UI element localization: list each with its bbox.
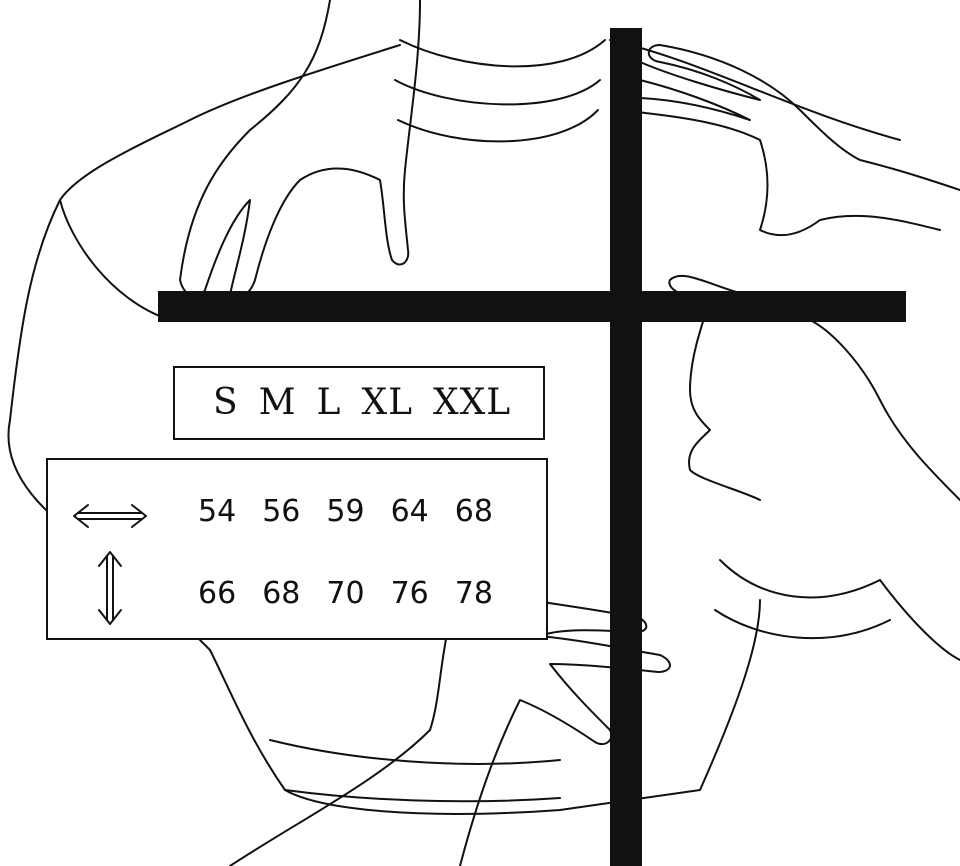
width-value: 59 xyxy=(326,494,365,529)
sleeve-left xyxy=(59,199,171,321)
shoulder-left xyxy=(189,44,401,121)
cuff-right-2 xyxy=(714,609,891,640)
neckline-collar xyxy=(397,109,599,143)
measurement-box: 54 56 59 64 68 66 68 70 76 78 xyxy=(46,458,548,640)
length-value: 66 xyxy=(198,576,237,611)
hand-top-left xyxy=(179,0,421,298)
length-value: 68 xyxy=(262,576,301,611)
cuff-right xyxy=(719,559,881,599)
width-value: 64 xyxy=(390,494,429,529)
hand-top-right xyxy=(628,44,960,237)
length-values-row: 66 68 70 76 78 xyxy=(198,576,493,611)
shoulder-right xyxy=(609,39,901,141)
width-values-row: 54 56 59 64 68 xyxy=(198,494,493,529)
hand-right-middle xyxy=(668,274,960,501)
size-label-xxl: XXL xyxy=(433,382,512,423)
vertical-double-arrow-icon xyxy=(98,551,122,625)
tape-horizontal xyxy=(158,291,906,322)
size-label-l: L xyxy=(316,382,342,423)
size-label-s: S xyxy=(213,382,239,423)
length-value: 76 xyxy=(390,576,429,611)
neckline xyxy=(399,39,606,68)
tape-vertical xyxy=(610,28,642,866)
sizes-box: S M L XL XXL xyxy=(173,366,545,440)
length-value: 70 xyxy=(326,576,365,611)
sizes-row: S M L XL XXL xyxy=(213,382,511,423)
tshirt-outline xyxy=(7,119,761,815)
hand-bottom xyxy=(229,597,671,866)
sleeve-right xyxy=(879,579,960,661)
size-label-m: M xyxy=(258,382,297,423)
width-value: 68 xyxy=(454,494,493,529)
size-label-xl: XL xyxy=(361,382,413,423)
neckline-inner xyxy=(394,79,601,106)
length-value: 78 xyxy=(454,576,493,611)
width-value: 54 xyxy=(198,494,237,529)
horizontal-double-arrow-icon xyxy=(73,504,147,528)
hem-band xyxy=(269,739,561,765)
hem-band-2 xyxy=(284,789,561,803)
width-value: 56 xyxy=(262,494,301,529)
